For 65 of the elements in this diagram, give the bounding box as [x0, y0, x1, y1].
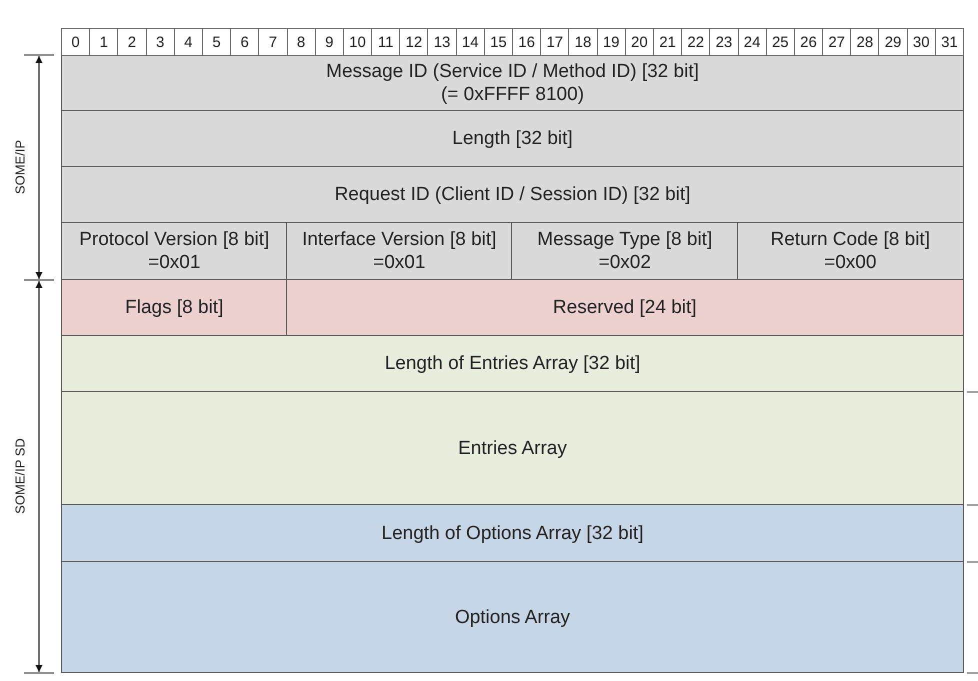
packet-field: [61, 279, 288, 336]
bit-number: 17: [540, 28, 570, 56]
bit-number: 26: [794, 28, 824, 56]
field-value: =0x00: [824, 251, 876, 274]
packet-field: [736, 222, 964, 280]
packet-field: [61, 561, 964, 673]
section-label: SOME/IP: [12, 140, 28, 194]
field-value: =0x01: [373, 251, 426, 274]
bit-number: 20: [624, 28, 654, 56]
field-label: Options Array: [454, 606, 570, 628]
packet-field: [61, 222, 288, 280]
field-label: Length of Options Array [32 bit]: [382, 522, 644, 544]
field-value: =0x02: [598, 251, 651, 274]
bit-number: 16: [512, 28, 542, 56]
bit-number: 30: [906, 28, 936, 56]
bit-number: 3: [146, 28, 175, 56]
bit-number: 13: [427, 28, 457, 56]
bit-number: 15: [484, 28, 513, 56]
packet-field: [286, 279, 964, 336]
packet-field: [61, 54, 964, 111]
bit-number: 31: [934, 28, 964, 56]
field-label: Entries Array: [458, 436, 567, 460]
bit-number: 24: [738, 28, 767, 56]
field-label: Return Code [8 bit]: [770, 228, 930, 251]
bit-number: 23: [709, 28, 738, 56]
packet-field: [61, 335, 964, 392]
field-label: Length of Entries Array [32 bit]: [384, 352, 640, 375]
bit-number: 0: [61, 28, 90, 56]
packet-field: [511, 222, 738, 280]
bit-number: 11: [371, 28, 400, 56]
field-label: Message ID (Service ID / Method ID) [32 bit]: [326, 60, 699, 82]
bit-number: 18: [568, 28, 598, 56]
packet-field: [61, 110, 964, 167]
section-label: SOME/IP SD: [12, 438, 28, 514]
field-label: Flags [8 bit]: [125, 296, 224, 319]
bit-number: 9: [314, 28, 344, 56]
packet-field: [286, 222, 513, 280]
bit-number: 12: [399, 28, 428, 56]
field-label: Interface Version [8 bit]: [302, 228, 496, 251]
field-value: =0x01: [148, 251, 200, 274]
bit-number: 8: [286, 28, 316, 56]
bit-number: 28: [850, 28, 880, 56]
bit-number: 14: [456, 28, 485, 56]
bit-number: 7: [258, 28, 288, 56]
bit-number: 25: [766, 28, 795, 56]
field-label: Message Type [8 bit]: [537, 228, 712, 251]
bit-number: 5: [202, 28, 232, 56]
bit-number: 19: [596, 28, 626, 56]
bit-number: 21: [652, 28, 682, 56]
bit-number: 10: [342, 28, 372, 56]
packet-field: [61, 166, 964, 223]
bit-number: 4: [174, 28, 203, 56]
field-label: Protocol Version [8 bit]: [79, 228, 270, 251]
bit-number: 1: [89, 28, 118, 56]
bit-number: 27: [822, 28, 852, 56]
field-label: Reserved [24 bit]: [552, 296, 697, 319]
bit-number: 6: [230, 28, 260, 56]
bit-number: 29: [878, 28, 908, 56]
bit-number: 2: [117, 28, 147, 56]
bit-number: 22: [681, 28, 710, 56]
packet-field: [61, 504, 964, 562]
packet-field: [61, 391, 964, 505]
field-label: Request ID (Client ID / Session ID) [32 bit]: [334, 183, 690, 206]
field-value: (= 0xFFFF 8100): [440, 82, 584, 106]
field-label: Length [32 bit]: [452, 127, 573, 150]
